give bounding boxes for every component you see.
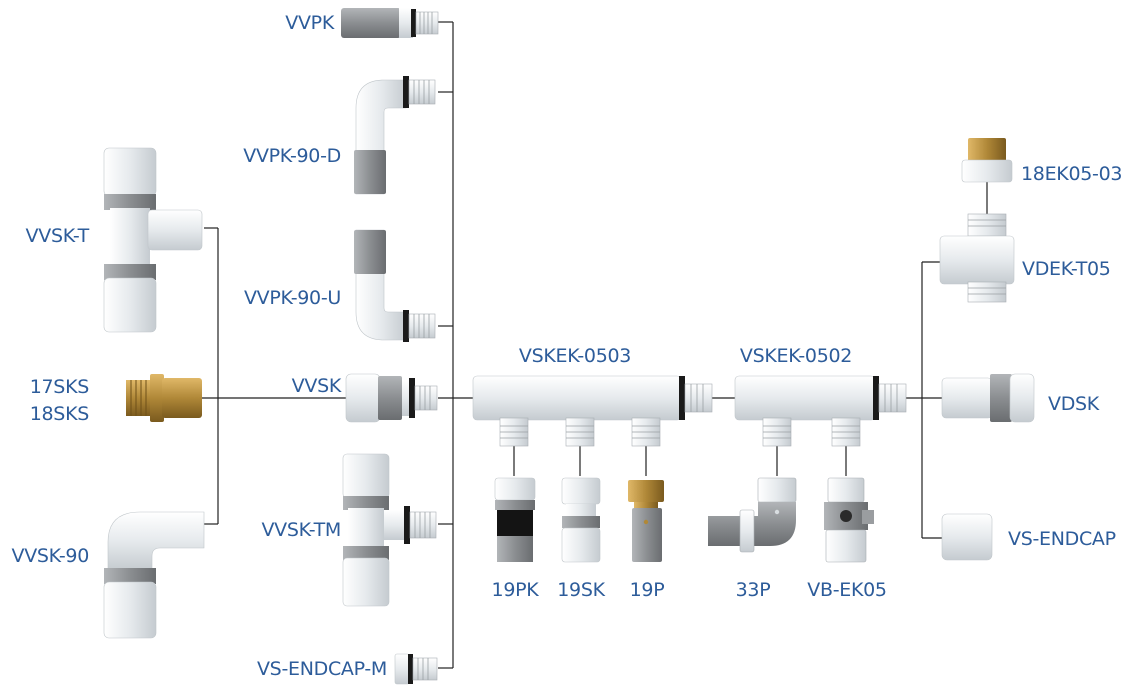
- label-18sks: 18SKS: [30, 403, 89, 425]
- label-vskek-0503: VSKEK-0503: [519, 345, 631, 367]
- vskek-0503-manifold: [472, 375, 713, 447]
- label-17sks: 17SKS: [30, 376, 89, 398]
- label-vdek-t05: VDEK-T05: [1022, 258, 1111, 280]
- 18ek05-03-fitting: [961, 138, 1013, 183]
- label-vdsk: VDSK: [1048, 393, 1100, 415]
- vdsk-fitting: [941, 373, 1035, 423]
- label-vskek-0502: VSKEK-0502: [740, 345, 852, 367]
- label-vvsk: VVSK: [292, 375, 342, 397]
- vskek-0502-manifold: [734, 375, 907, 447]
- vdek-t05-fitting: [939, 213, 1015, 303]
- label-vvpk: VVPK: [285, 12, 335, 34]
- vvpk-fitting: [341, 8, 439, 38]
- label-vvsk-tm: VVSK-TM: [261, 519, 341, 541]
- label-vvpk-90-u: VVPK-90-U: [244, 287, 341, 309]
- vs-endcap-m-fitting: [394, 653, 438, 685]
- label-vvsk-90: VVSK-90: [12, 545, 89, 567]
- 19pk-fitting: [494, 477, 536, 562]
- vvsk-t-fitting: [103, 147, 203, 333]
- label-vs-endcap-m: VS-ENDCAP-M: [257, 658, 387, 680]
- sks-brass-fitting: [126, 374, 202, 422]
- vvpk-90-d-fitting: [354, 76, 436, 195]
- label-vvsk-t: VVSK-T: [26, 225, 90, 247]
- connector-lines: [202, 21, 988, 669]
- label-19p: 19P: [630, 579, 665, 601]
- vvpk-90-u-fitting: [354, 229, 436, 342]
- vb-ek05-fitting: [824, 477, 874, 563]
- label-vb-ek05: VB-EK05: [807, 579, 886, 601]
- vvsk-fitting: [345, 373, 438, 423]
- label-19sk: 19SK: [557, 579, 605, 601]
- label-vs-endcap: VS-ENDCAP: [1008, 528, 1116, 550]
- vs-endcap-fitting: [941, 513, 993, 561]
- 33p-fitting: [708, 477, 797, 553]
- label-vvpk-90-d: VVPK-90-D: [243, 145, 341, 167]
- label-18ek05-03: 18EK05-03: [1021, 163, 1122, 185]
- labels: VVPK VVPK-90-D VVPK-90-U VVSK VVSK-TM VS…: [12, 12, 1123, 680]
- 19sk-fitting: [561, 477, 601, 563]
- label-33p: 33P: [736, 579, 771, 601]
- vvsk-90-fitting: [103, 511, 205, 639]
- label-19pk: 19PK: [492, 579, 540, 601]
- vvsk-tm-fitting: [342, 453, 437, 607]
- 19p-fitting: [628, 480, 664, 562]
